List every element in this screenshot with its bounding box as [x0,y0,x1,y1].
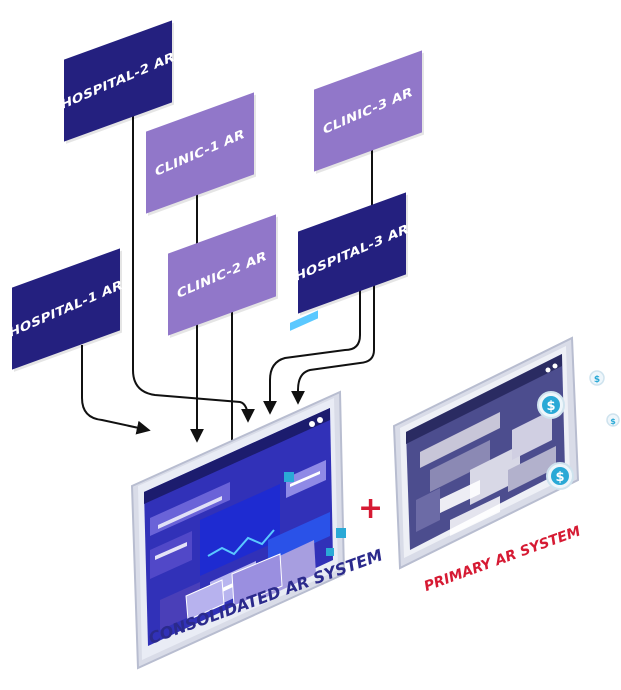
svg-text:$: $ [555,470,564,485]
svg-text:$: $ [546,399,555,414]
connector-hospital-1 [81,345,151,435]
dollar-icon: $ [546,462,574,490]
connector-hospital-2 [132,115,255,423]
svg-text:$: $ [594,375,600,385]
svg-text:$: $ [610,417,616,426]
dollar-icon: $ [606,413,620,427]
connector-hospital-3-b [291,275,375,405]
plus-icon: + [358,491,384,526]
connector-hospital-3-a [263,275,361,415]
dollar-icon: $ [537,391,565,419]
dollar-icon: $ [589,370,605,386]
